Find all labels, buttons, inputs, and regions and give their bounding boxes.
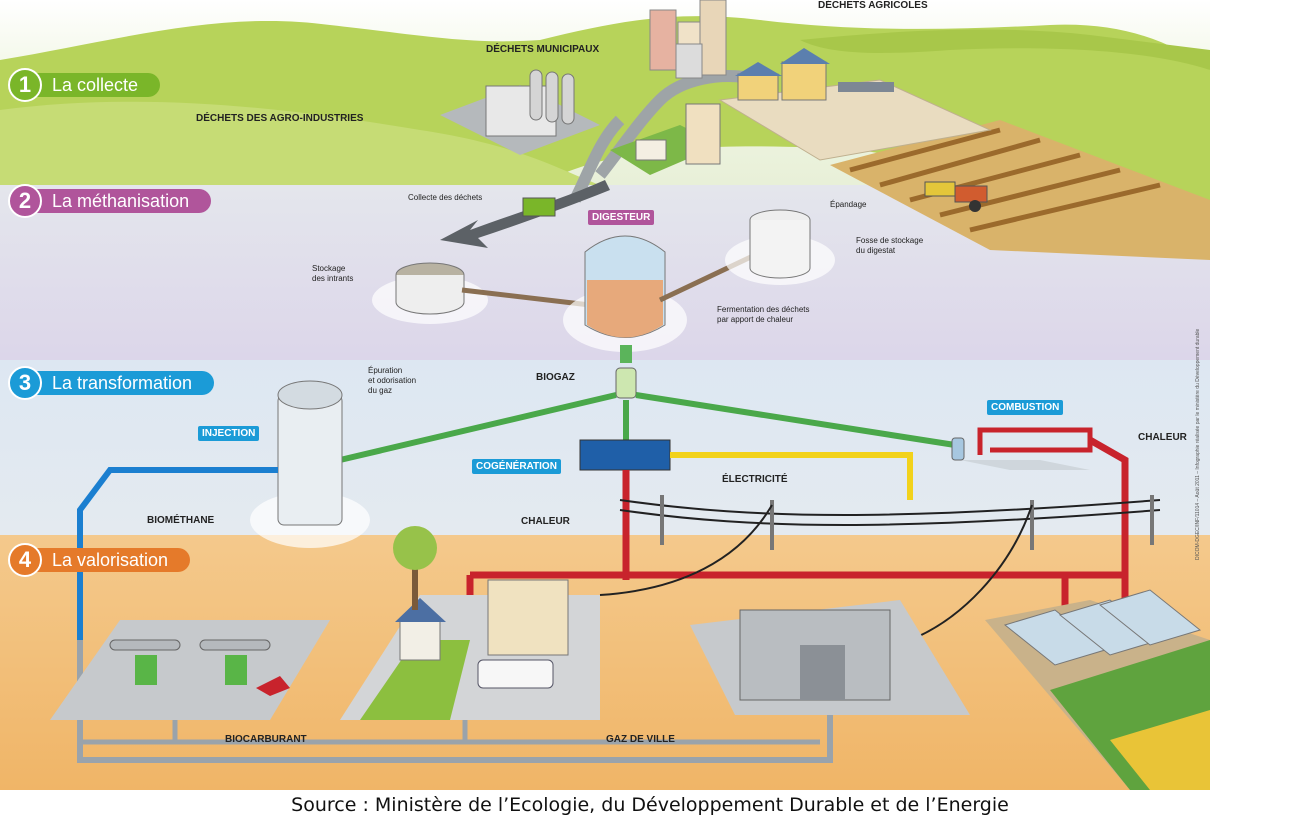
label-biogaz: BIOGAZ <box>536 372 575 383</box>
stage-methanisation: 2 La méthanisation <box>8 184 212 218</box>
label-dechets-agro-industries: DÉCHETS DES AGRO-INDUSTRIES <box>196 113 364 124</box>
label-chaleur-center: CHALEUR <box>521 516 570 527</box>
label-fermentation: Fermentation des déchets par apport de c… <box>717 305 810 324</box>
stage-number: 2 <box>8 184 42 218</box>
stage-transformation: 3 La transformation <box>8 366 215 400</box>
label-gaz-de-ville: GAZ DE VILLE <box>606 734 675 745</box>
label-epandage: Épandage <box>830 200 867 209</box>
tag-combustion: COMBUSTION <box>987 400 1064 415</box>
tag-cogeneration: COGÉNÉRATION <box>472 459 561 474</box>
credit-line: DICOM-DGEC/INF/11014 – Août 2011 – Infog… <box>1195 328 1201 560</box>
label-biomethane: BIOMÉTHANE <box>147 515 215 526</box>
stage-number: 1 <box>8 68 42 102</box>
label-dechets-municipaux: DÉCHETS MUNICIPAUX <box>486 44 600 55</box>
tag-injection: INJECTION <box>198 426 260 441</box>
label-chaleur-right: CHALEUR <box>1138 432 1187 443</box>
stage-label: La méthanisation <box>32 189 212 213</box>
label-fosse-stockage: Fosse de stockage du digestat <box>856 236 924 255</box>
stage-label: La transformation <box>32 371 215 395</box>
label-collecte-dechets: Collecte des déchets <box>408 193 483 202</box>
illustration <box>0 0 1210 790</box>
label-stockage-intrants: Stockage des intrants <box>312 264 354 283</box>
stage-number: 4 <box>8 543 42 577</box>
stage-collecte: 1 La collecte <box>8 68 161 102</box>
source-caption: Source : Ministère de l’Ecologie, du Dév… <box>291 794 1009 816</box>
label-epuration: Épuration et odorisation du gaz <box>368 366 417 395</box>
label-biocarburant: BIOCARBURANT <box>225 734 307 745</box>
stage-valorisation: 4 La valorisation <box>8 543 191 577</box>
label-dechets-agricoles: DÉCHETS AGRICOLES <box>818 0 928 11</box>
biogas-infographic: 1 La collecte 2 La méthanisation 3 La tr… <box>0 0 1210 790</box>
label-electricite: ÉLECTRICITÉ <box>722 474 788 485</box>
stage-label: La valorisation <box>32 548 191 572</box>
stage-number: 3 <box>8 366 42 400</box>
stage-label: La collecte <box>32 73 161 97</box>
tag-digesteur: DIGESTEUR <box>588 210 655 225</box>
